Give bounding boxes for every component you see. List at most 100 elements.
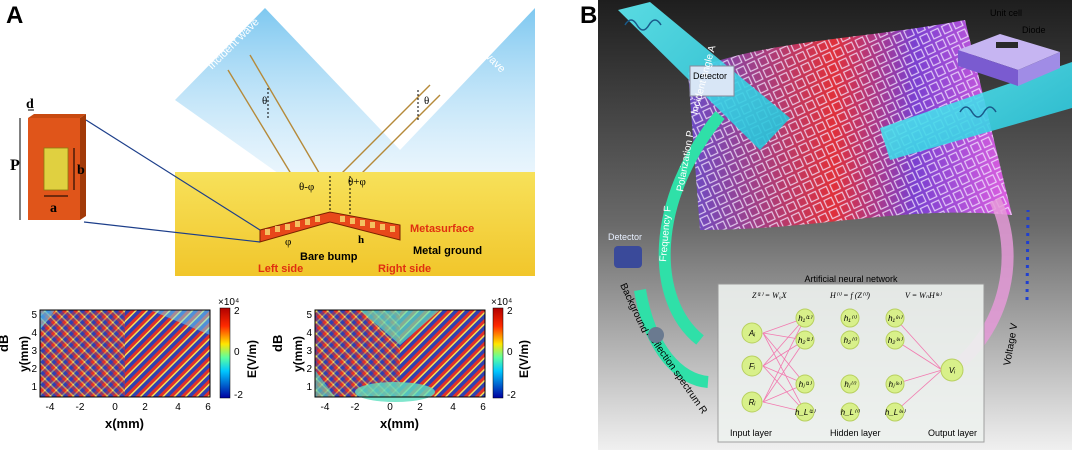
plot2-yticks: 5 4 3 2 1 [306,310,312,393]
svg-text:Rᵢ: Rᵢ [749,398,757,407]
plot1-ylabel: y(mm) [17,336,31,372]
reflected-wave-label: Reflected wave [446,14,508,76]
svg-text:-4: -4 [321,402,330,413]
svg-text:2: 2 [507,306,513,317]
svg-text:h₂⁽ⁱ⁾: h₂⁽ⁱ⁾ [844,336,858,345]
svg-text:3: 3 [306,346,312,357]
svg-text:2: 2 [417,402,423,413]
detector-top [689,65,735,97]
svg-text:6: 6 [205,402,211,413]
plot2-xlabel: x(mm) [380,416,419,431]
reflected-beam-b [880,62,1072,160]
unit-d: d [26,97,34,112]
frequency-label: Frequency F [658,205,674,262]
panel-b-label: B [580,2,598,29]
hidden-layer-label: Hidden layer [830,428,881,438]
svg-text:h₁⁽ⁱ⁾: h₁⁽ⁱ⁾ [844,314,857,323]
unit-cell-label: Unit cell [990,8,1022,18]
svg-text:2: 2 [142,402,148,413]
svg-text:2: 2 [234,306,240,317]
plot1-yticks: 5 4 3 2 1 [31,310,37,393]
svg-text:h₂⁽ⁿ⁾: h₂⁽ⁿ⁾ [888,336,903,345]
svg-text:4: 4 [175,402,181,413]
h-label: h [358,234,364,246]
svg-text:h_L⁽¹⁾: h_L⁽¹⁾ [795,408,816,417]
ann-title: Artificial neural network [804,274,898,284]
svg-text:Fᵢ: Fᵢ [749,362,756,371]
svg-text:h₂⁽¹⁾: h₂⁽¹⁾ [798,336,813,345]
svg-text:-4: -4 [46,402,55,413]
metasurface-cells [265,216,395,235]
svg-text:0: 0 [387,402,393,413]
right-side-label: Right side [378,263,431,275]
svg-text:1: 1 [31,382,37,393]
bare-bump-label: Bare bump [300,251,358,263]
green-arrow-2 [634,288,709,388]
svg-text:Vᵢ: Vᵢ [949,366,956,375]
detector-top-label: Detector [693,71,727,81]
svg-text:hⱼ⁽ⁿ⁾: hⱼ⁽ⁿ⁾ [889,380,903,389]
field-plot-2 [314,307,504,402]
detector-left-icon [614,246,642,268]
left-side-label: Left side [258,263,303,275]
reflected-beam [330,8,535,210]
unit-cell-inset [958,34,1060,86]
ann-eq3: V = WₙH⁽ⁿ⁾ [905,291,942,300]
plot1-scale: ×10⁴ [218,297,239,308]
svg-text:h_L⁽ⁿ⁾: h_L⁽ⁿ⁾ [885,408,906,417]
incident-beam [175,8,400,210]
svg-text:4: 4 [450,402,456,413]
plot2-ylabel: y(mm) [291,336,305,372]
unit-cell-diagram [19,109,261,243]
theta-right: θ [424,95,429,107]
ann-eq2: H⁽ⁱ⁾ = f (Z⁽ⁱ⁾) [829,291,870,300]
plot1-xlabel: x(mm) [105,416,144,431]
ann-nodes [741,308,964,422]
svg-text:0: 0 [234,347,240,358]
theta-minus-phi: θ-φ [299,181,314,193]
refresh-icon [648,327,664,343]
plot2-db: dB [270,335,285,352]
ann-node-labels: Aᵢ Fᵢ Rᵢ h₁⁽¹⁾ h₂⁽¹⁾ hⱼ⁽¹⁾ h_L⁽¹⁾ h₁⁽ⁱ⁾ … [748,314,956,417]
svg-text:5: 5 [31,310,37,321]
svg-text:hⱼ⁽ⁱ⁾: hⱼ⁽ⁱ⁾ [844,380,856,389]
diode-label: Diode [1022,25,1046,35]
field-plot-1 [39,307,231,399]
green-arrow-1 [658,111,725,345]
svg-text:hⱼ⁽¹⁾: hⱼ⁽¹⁾ [799,380,812,389]
svg-text:-2: -2 [351,402,360,413]
theta-plus-phi: θ+φ [348,176,366,188]
panel-a-label: A [6,2,24,29]
svg-text:0: 0 [112,402,118,413]
metal-ground-label: Metal ground [413,245,482,257]
unit-p: P [10,157,20,174]
svg-text:0: 0 [507,347,513,358]
input-layer-label: Input layer [730,428,772,438]
plot1-cbar-ticks: 2 0 -2 [234,306,243,401]
svg-text:h_L⁽ⁱ⁾: h_L⁽ⁱ⁾ [841,408,861,417]
detector-left-label: Detector [608,232,642,242]
svg-text:Aᵢ: Aᵢ [748,329,756,338]
svg-text:-2: -2 [234,390,243,401]
svg-text:h₁⁽¹⁾: h₁⁽¹⁾ [798,314,813,323]
svg-text:1: 1 [306,382,312,393]
plot1-xticks: -4 -2 0 2 4 6 [46,402,212,413]
phi-label: φ [285,236,291,248]
svg-text:2: 2 [306,364,312,375]
plot1-cbar-label: E(V/m) [245,340,259,378]
plot2-scale: ×10⁴ [491,297,512,308]
plot2-cbar-label: E(V/m) [517,340,531,378]
plot2-xticks: -4 -2 0 2 4 6 [321,402,487,413]
svg-text:-2: -2 [507,390,516,401]
svg-text:-2: -2 [76,402,85,413]
svg-text:h₁⁽ⁿ⁾: h₁⁽ⁿ⁾ [888,314,903,323]
plot2-cbar-ticks: 2 0 -2 [507,306,516,401]
svg-text:5: 5 [306,310,312,321]
unit-a: a [50,201,57,216]
svg-text:4: 4 [31,328,37,339]
output-layer-label: Output layer [928,428,977,438]
metasurface-label: Metasurface [410,223,474,235]
ann-eq1: Z⁽¹⁾ = W₀X [752,291,788,300]
svg-text:2: 2 [31,364,37,375]
